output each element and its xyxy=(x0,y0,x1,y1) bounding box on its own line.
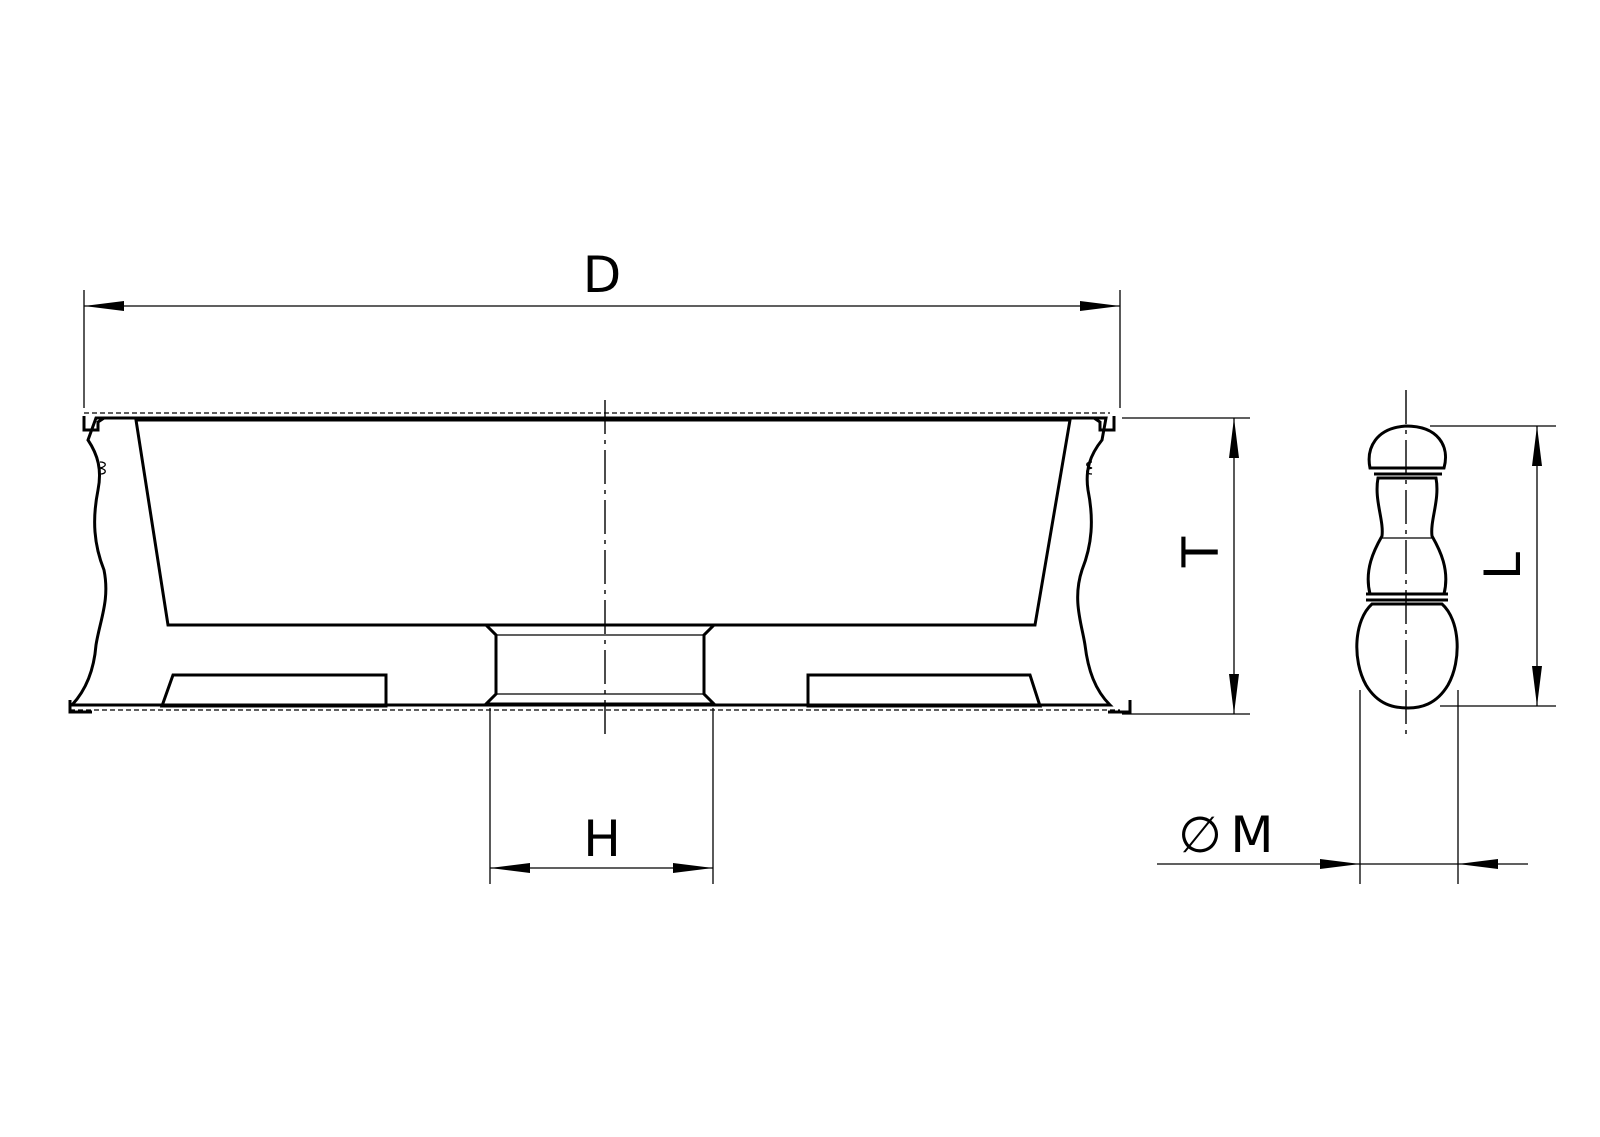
m-label: M xyxy=(1230,806,1273,864)
t-label: T xyxy=(1172,536,1230,568)
wheel-body-hatched xyxy=(68,416,1114,707)
wheel-section xyxy=(68,400,1132,735)
h-label: H xyxy=(583,810,621,868)
dimension-t: T xyxy=(1122,417,1250,715)
dimension-m: ∅ M xyxy=(1157,690,1528,884)
profile-middle-body xyxy=(1366,476,1448,596)
profile-upper-cap xyxy=(1367,424,1447,470)
left-groove xyxy=(99,461,106,475)
dimension-l: L xyxy=(1430,425,1556,707)
left-bottom-lip xyxy=(68,700,92,714)
m-diameter-symbol: ∅ xyxy=(1178,806,1222,864)
profile-view xyxy=(1355,390,1459,735)
right-groove xyxy=(1086,461,1093,475)
right-top-lip xyxy=(1093,416,1116,432)
left-top-lip xyxy=(82,416,105,432)
right-bottom-lip xyxy=(1108,700,1132,714)
conical-recess xyxy=(134,418,1072,627)
right-bottom-pocket xyxy=(806,673,1043,708)
center-bore xyxy=(482,623,718,706)
l-label: L xyxy=(1474,552,1532,580)
dimension-h: H xyxy=(489,708,714,884)
left-bottom-pocket xyxy=(159,673,388,708)
profile-lower-bulb xyxy=(1355,602,1459,710)
d-label: D xyxy=(583,246,622,304)
dimension-d: D xyxy=(83,246,1121,408)
